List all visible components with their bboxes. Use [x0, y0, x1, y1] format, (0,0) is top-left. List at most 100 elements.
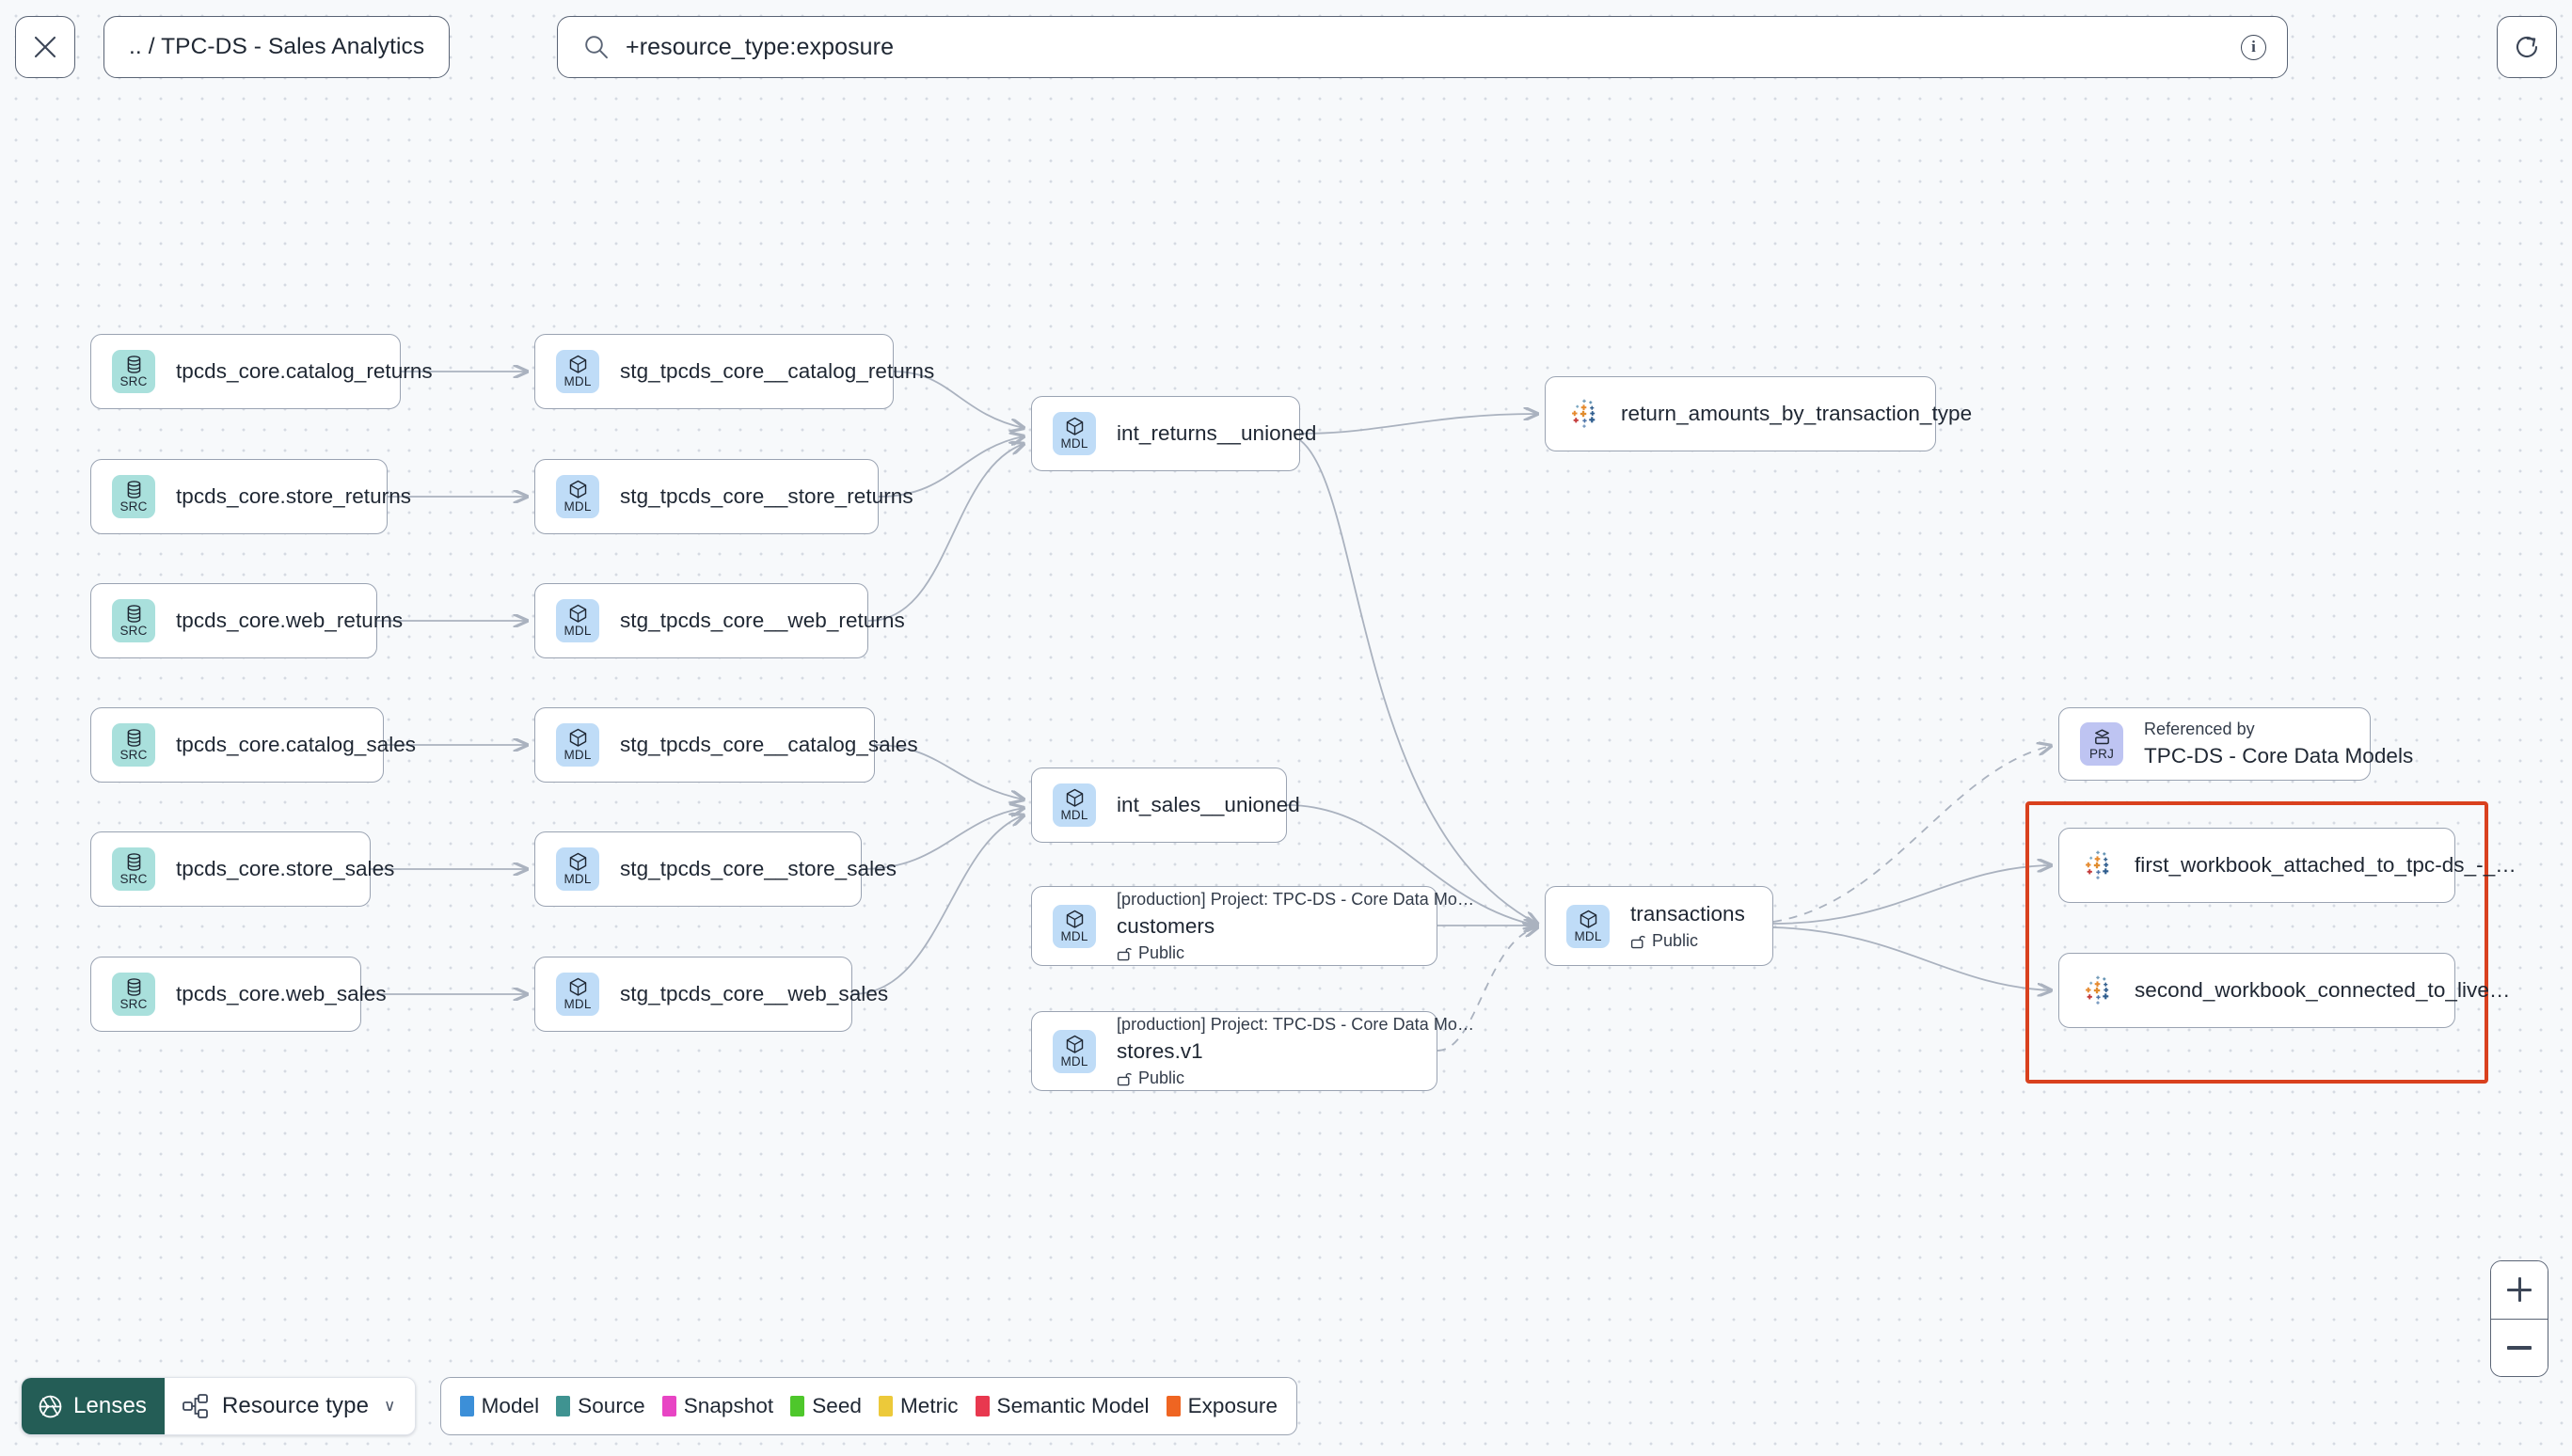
project-stack-icon: [2094, 729, 2109, 744]
node-access-label: Public: [1138, 942, 1185, 962]
legend-item-metric[interactable]: Metric: [878, 1394, 959, 1418]
badge-label: MDL: [1060, 436, 1088, 451]
node-label: tpcds_core.web_returns: [176, 609, 404, 632]
graph-node-mdl-stg-store-returns[interactable]: MDL stg_tpcds_core__store_returns: [534, 459, 913, 534]
database-icon: [127, 853, 140, 872]
legend-item-snapshot[interactable]: Snapshot: [661, 1394, 774, 1418]
badge-label: MDL: [564, 872, 592, 887]
lenses-label: Lenses: [73, 1393, 147, 1418]
badge-label: SRC: [119, 748, 148, 763]
cube-icon: [569, 605, 586, 623]
node-access: Public: [1117, 1068, 1474, 1088]
node-meta: [production] Project: TPC-DS - Core Data…: [1117, 889, 1474, 909]
badge-label: MDL: [564, 624, 592, 639]
search-input[interactable]: [626, 33, 2241, 61]
node-meta: [production] Project: TPC-DS - Core Data…: [1117, 1014, 1474, 1034]
legend-label: Source: [578, 1394, 645, 1417]
node-body: [production] Project: TPC-DS - Core Data…: [1117, 1015, 1474, 1088]
legend-swatch: [459, 1396, 474, 1416]
cube-icon: [1066, 1035, 1083, 1053]
tableau-icon: [1572, 399, 1596, 428]
node-type-badge-src: SRC: [112, 599, 155, 642]
graph-node-src-web-returns[interactable]: SRC tpcds_core.web_returns: [90, 583, 403, 658]
aperture-icon: [39, 1395, 62, 1417]
node-type-badge-mdl: MDL: [556, 475, 599, 518]
zoom-in-button[interactable]: [2491, 1261, 2548, 1319]
node-label: tpcds_core.catalog_sales: [176, 733, 417, 756]
badge-label: MDL: [564, 997, 592, 1012]
badge-label: MDL: [1060, 928, 1088, 943]
bottom-toolbar: Lenses Resource type ∨ Model Source Snap…: [21, 1377, 1298, 1435]
resource-type-label: Resource type: [222, 1393, 370, 1418]
node-label: stg_tpcds_core__store_returns: [620, 484, 913, 508]
node-label: int_returns__unioned: [1117, 421, 1317, 445]
breadcrumb[interactable]: .. / TPC-DS - Sales Analytics: [103, 16, 451, 78]
node-access-label: Public: [1652, 930, 1699, 950]
cube-icon: [569, 853, 586, 871]
legend-swatch: [975, 1396, 990, 1416]
legend-item-exposure[interactable]: Exposure: [1166, 1394, 1278, 1418]
refresh-icon: [2516, 36, 2538, 58]
badge-label: PRJ: [2088, 746, 2115, 761]
legend-label: Semantic Model: [996, 1394, 1150, 1417]
cube-icon: [1066, 418, 1083, 435]
node-title: transactions: [1630, 901, 1745, 926]
cube-icon: [1580, 910, 1596, 928]
node-type-badge-mdl: MDL: [556, 350, 599, 393]
node-access-label: Public: [1138, 1068, 1185, 1087]
node-label: second_workbook_connected_to_live…: [2135, 978, 2511, 1002]
graph-node-exp-second-workbook[interactable]: second_workbook_connected_to_live…: [2058, 953, 2510, 1028]
search-bar[interactable]: i: [557, 16, 2288, 78]
badge-label: MDL: [564, 748, 592, 763]
node-label: tpcds_core.store_returns: [176, 484, 412, 508]
zoom-out-button[interactable]: [2491, 1318, 2548, 1376]
legend-label: Snapshot: [683, 1394, 774, 1417]
node-title: TPC-DS - Core Data Models: [2144, 744, 2414, 768]
graph-node-src-catalog-sales[interactable]: SRC tpcds_core.catalog_sales: [90, 707, 416, 783]
legend-item-model[interactable]: Model: [459, 1394, 540, 1418]
cube-icon: [569, 356, 586, 373]
legend-item-source[interactable]: Source: [556, 1394, 645, 1418]
graph-node-exp-first-workbook[interactable]: first_workbook_attached_to_tpc-ds_-_…: [2058, 828, 2516, 903]
graph-node-mdl-stores-v1[interactable]: MDL [production] Project: TPC-DS - Core D…: [1031, 1011, 1474, 1091]
info-icon[interactable]: i: [2241, 34, 2266, 60]
refresh-button[interactable]: [2497, 16, 2557, 78]
close-button[interactable]: [15, 16, 75, 78]
node-title: stores.v1: [1117, 1038, 1203, 1063]
node-type-badge-mdl: MDL: [556, 723, 599, 767]
graph-node-mdl-int-returns-unioned[interactable]: MDL int_returns__unioned: [1031, 396, 1316, 471]
legend-swatch: [1166, 1396, 1181, 1416]
legend-item-semantic-model[interactable]: Semantic Model: [975, 1394, 1150, 1418]
legend: Model Source Snapshot Seed Metric Semant…: [439, 1377, 1298, 1435]
cube-icon: [1066, 789, 1083, 807]
node-body: transactions Public: [1630, 902, 1745, 951]
lenses-button[interactable]: Lenses: [22, 1378, 165, 1434]
node-access: Public: [1117, 943, 1474, 963]
legend-item-seed[interactable]: Seed: [790, 1394, 862, 1418]
legend-label: Seed: [812, 1394, 862, 1417]
graph-node-mdl-customers[interactable]: MDL [production] Project: TPC-DS - Core D…: [1031, 886, 1474, 966]
badge-label: MDL: [1060, 1053, 1088, 1068]
close-icon: [34, 36, 56, 58]
legend-swatch: [661, 1396, 676, 1416]
graph-node-prj-referenced-by[interactable]: PRJ Referenced by TPC-DS - Core Data Model…: [2058, 707, 2413, 781]
node-meta: Referenced by: [2144, 720, 2255, 738]
graph-node-exp-return-amounts[interactable]: return_amounts_by_transaction_type: [1545, 376, 1972, 451]
tableau-icon: [2086, 850, 2109, 879]
node-label: tpcds_core.catalog_returns: [176, 359, 433, 383]
resource-type-dropdown[interactable]: Resource type ∨: [165, 1378, 415, 1434]
node-type-badge-mdl: MDL: [1053, 412, 1096, 455]
database-icon: [127, 605, 140, 624]
